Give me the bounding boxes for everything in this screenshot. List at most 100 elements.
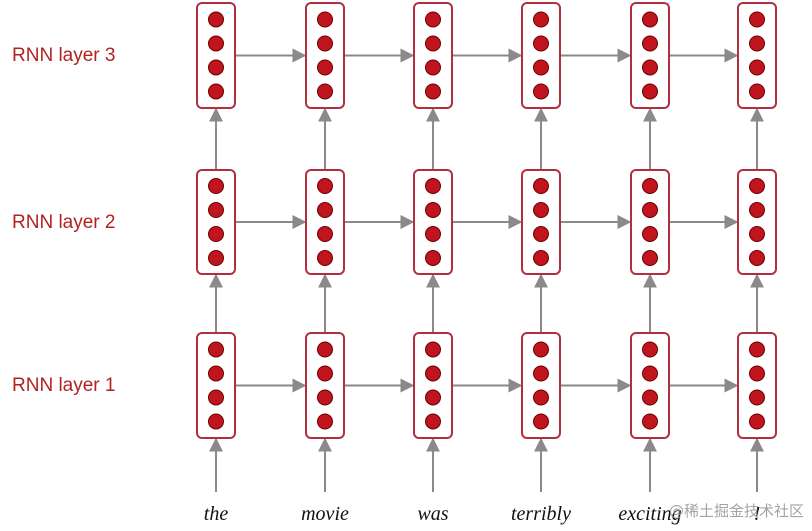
rnn-cell-box <box>305 332 345 439</box>
hidden-unit <box>425 202 441 218</box>
rnn-cell-layer1-t3 <box>413 332 453 439</box>
hidden-unit <box>642 178 658 194</box>
hidden-unit <box>208 11 224 28</box>
hidden-unit <box>208 413 224 430</box>
hidden-unit <box>749 250 765 266</box>
hidden-unit <box>533 11 549 28</box>
layer-label-1: RNN layer 1 <box>12 375 116 396</box>
hidden-unit <box>749 341 765 358</box>
input-word-exciting: exciting <box>618 503 682 525</box>
layer-label-2: RNN layer 2 <box>12 212 116 233</box>
hidden-unit <box>208 202 224 218</box>
rnn-cell-box <box>521 332 561 439</box>
hidden-unit <box>642 341 658 358</box>
rnn-cell-box <box>737 169 777 275</box>
hidden-unit <box>208 59 224 76</box>
hidden-unit <box>642 389 658 406</box>
hidden-unit <box>425 11 441 28</box>
rnn-cell-layer3-t4 <box>521 2 561 109</box>
hidden-unit <box>642 413 658 430</box>
hidden-unit <box>642 226 658 242</box>
hidden-unit <box>317 413 333 430</box>
hidden-unit <box>425 250 441 266</box>
hidden-unit <box>317 11 333 28</box>
hidden-unit <box>425 341 441 358</box>
hidden-unit <box>642 365 658 382</box>
hidden-unit <box>642 59 658 76</box>
rnn-cell-layer2-t2 <box>305 169 345 275</box>
hidden-unit <box>425 83 441 100</box>
rnn-cell-box <box>630 332 670 439</box>
hidden-unit <box>208 250 224 266</box>
hidden-unit <box>533 365 549 382</box>
hidden-unit <box>208 389 224 406</box>
hidden-unit <box>749 226 765 242</box>
rnn-cell-layer2-t6 <box>737 169 777 275</box>
input-word-was: was <box>417 503 449 525</box>
hidden-unit <box>642 250 658 266</box>
rnn-cell-box <box>305 169 345 275</box>
hidden-unit <box>533 35 549 52</box>
input-word-exclamation: ! <box>753 503 761 525</box>
hidden-unit <box>317 389 333 406</box>
rnn-cell-layer1-t2 <box>305 332 345 439</box>
watermark: @稀土掘金技术社区 <box>668 502 804 520</box>
hidden-unit <box>749 35 765 52</box>
rnn-cell-layer2-t3 <box>413 169 453 275</box>
hidden-unit <box>749 178 765 194</box>
rnn-cell-box <box>196 169 236 275</box>
hidden-unit <box>533 178 549 194</box>
rnn-cell-layer2-t4 <box>521 169 561 275</box>
hidden-unit <box>317 365 333 382</box>
hidden-unit <box>317 178 333 194</box>
rnn-cell-box <box>196 332 236 439</box>
hidden-unit <box>533 83 549 100</box>
hidden-unit <box>425 178 441 194</box>
hidden-unit <box>317 83 333 100</box>
hidden-unit <box>749 202 765 218</box>
hidden-unit <box>642 35 658 52</box>
rnn-cell-layer1-t5 <box>630 332 670 439</box>
input-word-terribly: terribly <box>511 503 571 525</box>
hidden-unit <box>642 202 658 218</box>
hidden-unit <box>533 413 549 430</box>
hidden-unit <box>533 59 549 76</box>
hidden-unit <box>533 226 549 242</box>
rnn-cell-box <box>196 2 236 109</box>
hidden-unit <box>425 59 441 76</box>
hidden-unit <box>317 59 333 76</box>
hidden-unit <box>208 365 224 382</box>
hidden-unit <box>425 413 441 430</box>
rnn-cell-layer3-t2 <box>305 2 345 109</box>
hidden-unit <box>425 365 441 382</box>
rnn-cell-box <box>413 169 453 275</box>
rnn-cell-layer2-t1 <box>196 169 236 275</box>
hidden-unit <box>317 226 333 242</box>
rnn-cell-layer1-t4 <box>521 332 561 439</box>
rnn-cell-layer3-t6 <box>737 2 777 109</box>
hidden-unit <box>208 341 224 358</box>
hidden-unit <box>749 413 765 430</box>
hidden-unit <box>425 35 441 52</box>
hidden-unit <box>749 83 765 100</box>
rnn-cell-layer3-t5 <box>630 2 670 109</box>
rnn-cell-box <box>413 2 453 109</box>
hidden-unit <box>317 250 333 266</box>
hidden-unit <box>425 389 441 406</box>
rnn-cell-layer3-t3 <box>413 2 453 109</box>
rnn-cell-box <box>305 2 345 109</box>
hidden-unit <box>317 202 333 218</box>
rnn-cell-layer1-t6 <box>737 332 777 439</box>
hidden-unit <box>749 59 765 76</box>
hidden-unit <box>533 202 549 218</box>
rnn-cell-box <box>630 169 670 275</box>
hidden-unit <box>533 389 549 406</box>
rnn-cell-box <box>737 332 777 439</box>
hidden-unit <box>425 226 441 242</box>
hidden-unit <box>749 365 765 382</box>
rnn-cell-layer3-t1 <box>196 2 236 109</box>
hidden-unit <box>208 83 224 100</box>
input-word-movie: movie <box>301 503 349 525</box>
hidden-unit <box>642 83 658 100</box>
